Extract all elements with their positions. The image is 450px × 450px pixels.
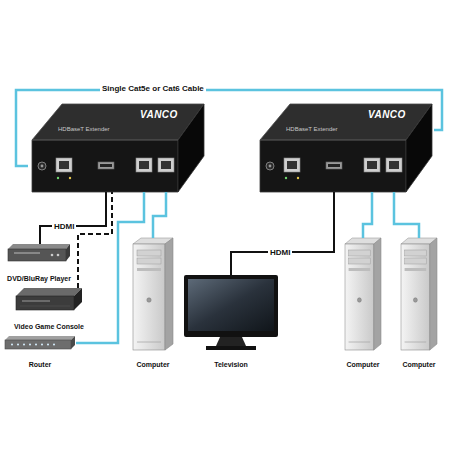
computer: Computer <box>340 238 386 371</box>
hdmi-cable-alternative <box>78 192 112 288</box>
computer-icon <box>401 238 437 350</box>
brand-name: VANCO <box>140 109 206 120</box>
product-name: HDBaseT Extender <box>58 125 206 133</box>
product-name: HDBaseT Extender <box>286 125 434 133</box>
edge-label-holder: Single Cat5e or Cat6 Cable <box>100 77 206 95</box>
device-label: Computer <box>402 360 435 369</box>
computer-icon <box>133 238 173 350</box>
device-label: Computer <box>136 360 169 369</box>
dvd-player: DVD/BluRay Player <box>2 244 76 285</box>
device-label: DVD/BluRay Player <box>7 274 71 283</box>
ethernet-cable <box>363 192 372 238</box>
router-icon <box>5 336 75 349</box>
router: Router <box>4 336 76 371</box>
television: Television <box>182 275 280 371</box>
computer-icon <box>345 238 381 350</box>
edge-label-holder: HDMI <box>52 215 76 233</box>
device-label: Computer <box>346 360 379 369</box>
computer: Computer <box>396 238 442 371</box>
signal-label: HDMI <box>52 222 76 231</box>
extender-box: VANCO HDBaseT Extender <box>256 100 434 192</box>
game-console-icon <box>16 288 82 310</box>
extender-illustration <box>260 104 432 192</box>
hdmi-cable <box>231 192 334 275</box>
brand-name: VANCO <box>368 109 434 120</box>
television-icon <box>184 275 278 350</box>
device-label: Video Game Console <box>14 322 84 331</box>
game-console: Video Game Console <box>4 288 94 333</box>
dvd-player-icon <box>8 244 70 261</box>
hdmi-cable <box>40 192 106 244</box>
ethernet-cable <box>394 192 419 238</box>
cat-cable <box>16 90 442 166</box>
ethernet-cable <box>153 192 166 238</box>
device-label: Television <box>214 360 248 369</box>
cable-label: Single Cat5e or Cat6 Cable <box>100 84 206 93</box>
signal-label: HDMI <box>268 248 292 257</box>
ethernet-cable <box>76 192 144 343</box>
device-label: Router <box>29 360 52 369</box>
extender-box: VANCO HDBaseT Extender <box>28 100 206 192</box>
computer: Computer <box>128 238 178 371</box>
extender-illustration <box>32 104 204 192</box>
edge-label-holder: HDMI <box>268 241 292 259</box>
